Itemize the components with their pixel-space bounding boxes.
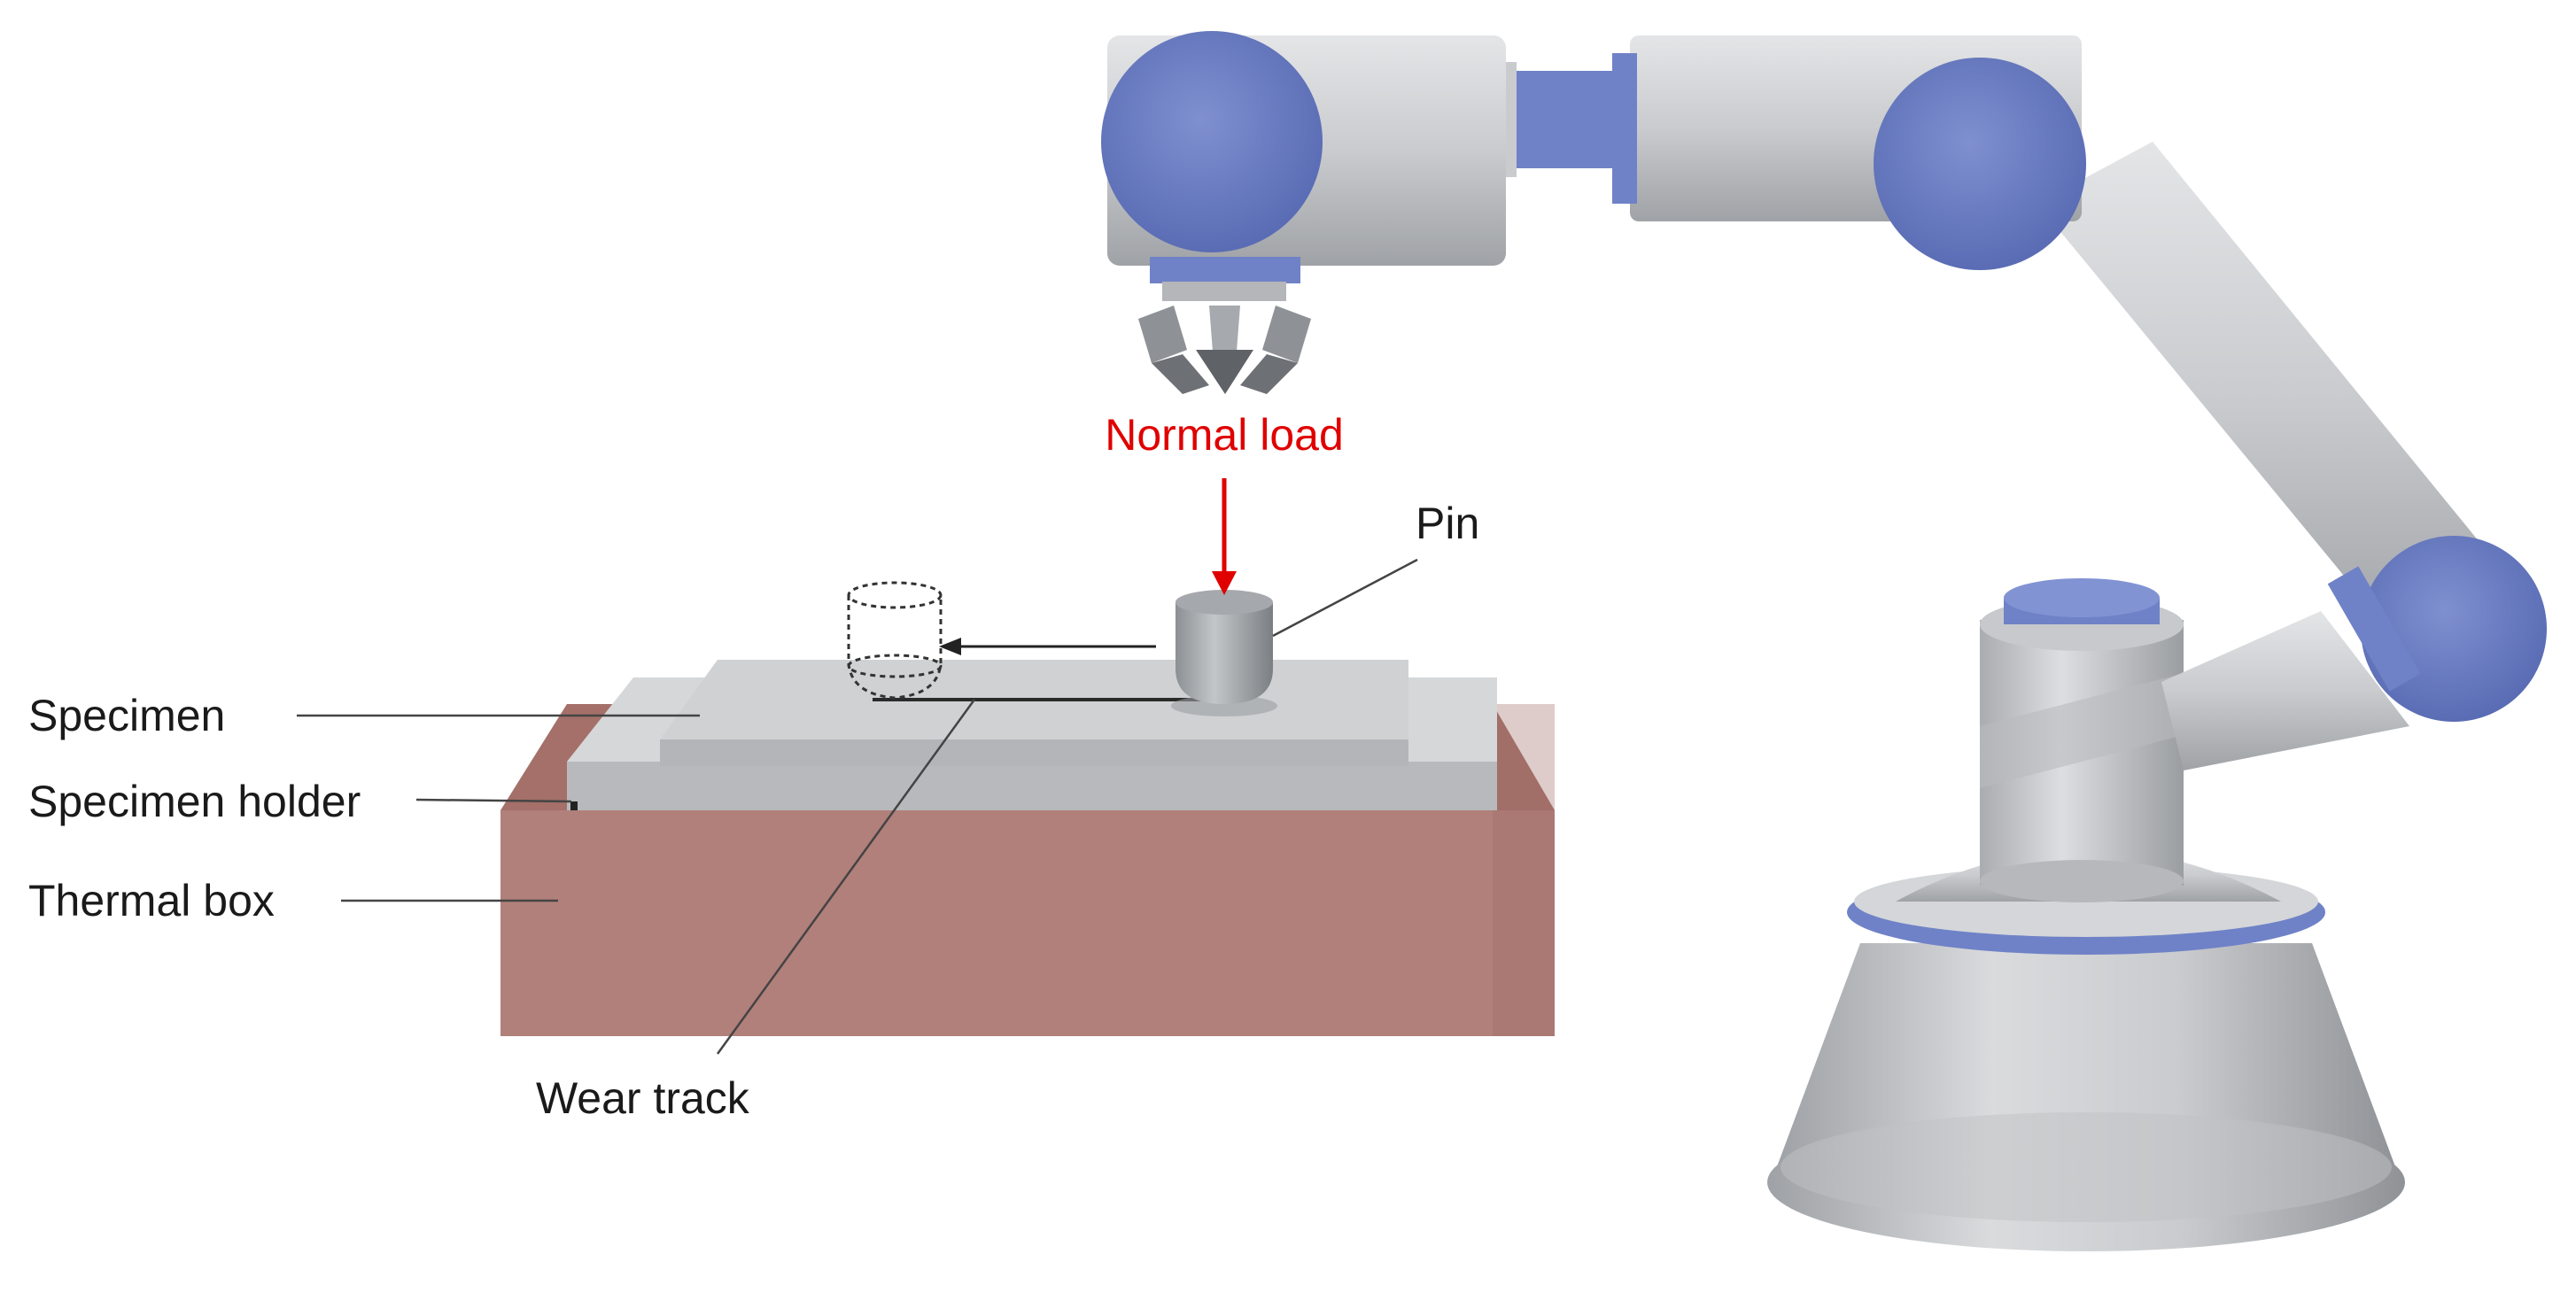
specimen-holder-label: Specimen holder (28, 777, 361, 826)
specimen-holder-leader (415, 798, 572, 803)
thermal-box (500, 810, 1555, 1036)
wear-track-leader (716, 699, 976, 1055)
lower-arm (2037, 142, 2507, 655)
wear-track-label: Wear track (536, 1073, 750, 1123)
column-cap (2004, 578, 2160, 617)
pin-leader (1272, 558, 1418, 638)
normal-load-label: Normal load (1105, 410, 1344, 460)
forearm-link (1506, 71, 1612, 168)
leader-lines (297, 558, 1418, 1055)
wrist-joint (1101, 31, 1323, 252)
thermal-box-label: Thermal box (28, 876, 275, 925)
shoulder-joint (1874, 58, 2086, 270)
robot-arm (1101, 31, 2547, 1251)
gripper (1138, 306, 1311, 394)
test-rig (500, 478, 1555, 1036)
ghost-pin (847, 581, 943, 700)
pin-label: Pin (1416, 499, 1479, 548)
pin (1171, 590, 1277, 716)
specimen-label: Specimen (28, 691, 225, 740)
